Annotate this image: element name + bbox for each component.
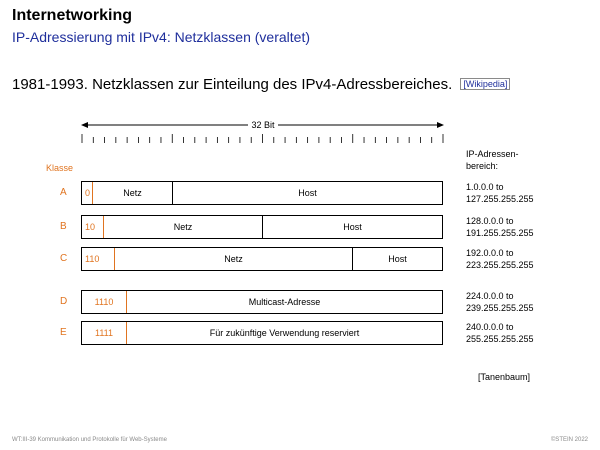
class-d-bar: 1110 Multicast-Adresse	[81, 290, 443, 314]
klasse-header: Klasse	[46, 163, 74, 173]
class-c-range-start: 192.0.0.0 to	[466, 248, 514, 258]
arrow-right-icon	[437, 122, 444, 128]
class-label-e: E	[60, 327, 67, 338]
source-citation: [Tanenbaum]	[478, 372, 531, 382]
class-a-prefix: 0	[82, 182, 93, 204]
class-e-range-end: 255.255.255.255	[466, 334, 534, 344]
slide-subtitle: IP-Adressierung mit IPv4: Netzklassen (v…	[12, 29, 310, 45]
class-label-d: D	[60, 296, 68, 307]
class-d-range: 224.0.0.0 to 239.255.255.255	[466, 290, 534, 314]
class-a-bar: 0 Netz Host	[81, 181, 443, 205]
class-e-label: Für zukünftige Verwendung reserviert	[209, 328, 360, 338]
class-c-bar: 110 Netz Host	[81, 247, 443, 271]
class-b-range-start: 128.0.0.0 to	[466, 216, 514, 226]
class-label-c: C	[60, 253, 68, 264]
class-b-range-end: 191.255.255.255	[466, 228, 534, 238]
class-d-prefix: 1110	[82, 291, 127, 313]
class-d-range-start: 224.0.0.0 to	[466, 291, 514, 301]
bit-ticks	[81, 134, 444, 143]
class-a-range-start: 1.0.0.0 to	[466, 182, 504, 192]
class-c-prefix: 110	[82, 248, 115, 270]
arrow-left-icon	[81, 122, 88, 128]
footer-copyright: ©STEIN 2022	[550, 437, 588, 443]
class-d-label: Multicast-Adresse	[248, 297, 321, 307]
class-b-bar: 10 Netz Host	[81, 215, 443, 239]
range-header-line-2: bereich:	[466, 161, 499, 171]
class-a-net: Netz	[123, 188, 142, 198]
class-c-host: Host	[352, 248, 442, 270]
slide-title: Internetworking	[12, 7, 133, 24]
class-b-host: Host	[262, 216, 442, 238]
range-header: IP-Adressen- bereich:	[466, 148, 519, 172]
class-c-range: 192.0.0.0 to 223.255.255.255	[466, 247, 534, 271]
class-d-range-end: 239.255.255.255	[466, 303, 534, 313]
class-a-range-end: 127.255.255.255	[466, 194, 534, 204]
class-c-range-end: 223.255.255.255	[466, 260, 534, 270]
class-e-range: 240.0.0.0 to 255.255.255.255	[466, 321, 534, 345]
class-b-range: 128.0.0.0 to 191.255.255.255	[466, 215, 534, 239]
wikipedia-link[interactable]: [Wikipedia]	[460, 78, 511, 90]
class-b-prefix: 10	[82, 216, 104, 238]
class-e-bar: 1111 Für zukünftige Verwendung reservier…	[81, 321, 443, 345]
class-b-net: Netz	[173, 222, 193, 232]
class-a-host: Host	[172, 182, 442, 204]
class-label-a: A	[60, 187, 67, 198]
class-e-range-start: 240.0.0.0 to	[466, 322, 514, 332]
lead-sentence: 1981-1993. Netzklassen zur Einteilung de…	[12, 76, 453, 93]
range-header-line-1: IP-Adressen-	[466, 149, 519, 159]
class-e-prefix: 1111	[82, 322, 127, 344]
lead-text: 1981-1993. Netzklassen zur Einteilung de…	[12, 76, 511, 93]
scale-label: 32 Bit	[251, 120, 275, 130]
class-a-range: 1.0.0.0 to 127.255.255.255	[466, 181, 534, 205]
class-c-net: Netz	[224, 254, 243, 264]
class-label-b: B	[60, 221, 67, 232]
footer-left: WT:III-39 Kommunikation und Protokolle f…	[12, 437, 167, 443]
